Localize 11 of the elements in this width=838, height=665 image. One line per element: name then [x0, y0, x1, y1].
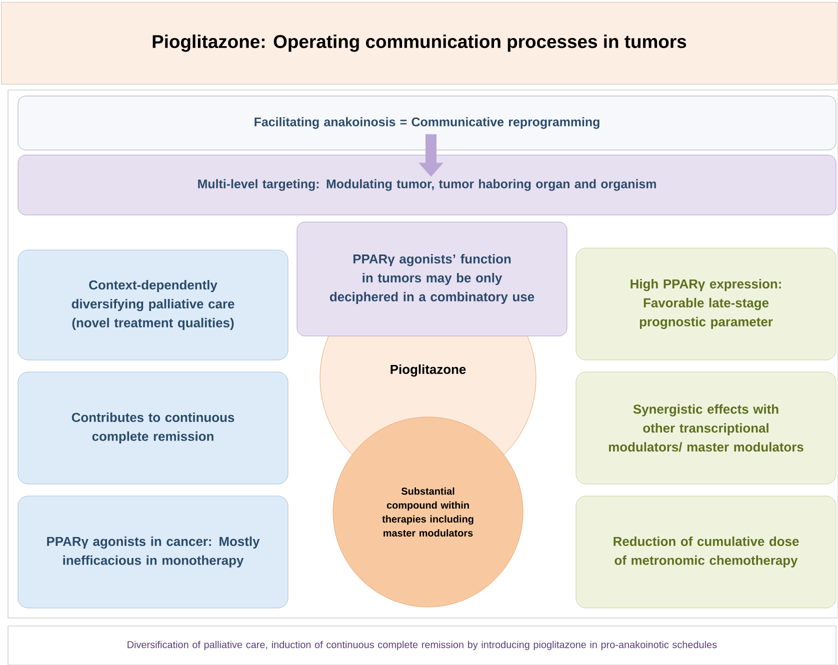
text-box: Contributes to continuous complete remission	[18, 372, 288, 484]
title-banner: Pioglitazone: Operating communication processes in tumors	[1, 2, 838, 84]
text-box: Synergistic effects with other transcriptional modulators/ master modulators	[576, 372, 836, 484]
text-box: PPARγ agonists’ function in tumors may be only deciphered in a combinatory use	[296, 222, 568, 336]
text-box: PPARγ agonists in cancer: Mostly inefficacious in monotherapy	[18, 496, 288, 608]
text-box: Reduction of cumulative dose of metronomic chemotherapy	[576, 496, 836, 608]
text-box: High PPARγ expression: Favorable late-stage prognostic parameter	[576, 248, 836, 360]
banner-box: Multi-level targeting: Modulating tumor, tumor haboring organ and organism	[18, 154, 836, 216]
text-box: Context-dependently diversifying palliative care (novel treatment qualities)	[18, 250, 288, 360]
caption-box: Diversification of palliative care, induction of continuous complete remission by introducing pioglitazone in pro-anakoinotic schedules	[8, 626, 836, 665]
banner-box: Facilitating anakoinosis = Communicative reprogramming	[18, 96, 836, 150]
